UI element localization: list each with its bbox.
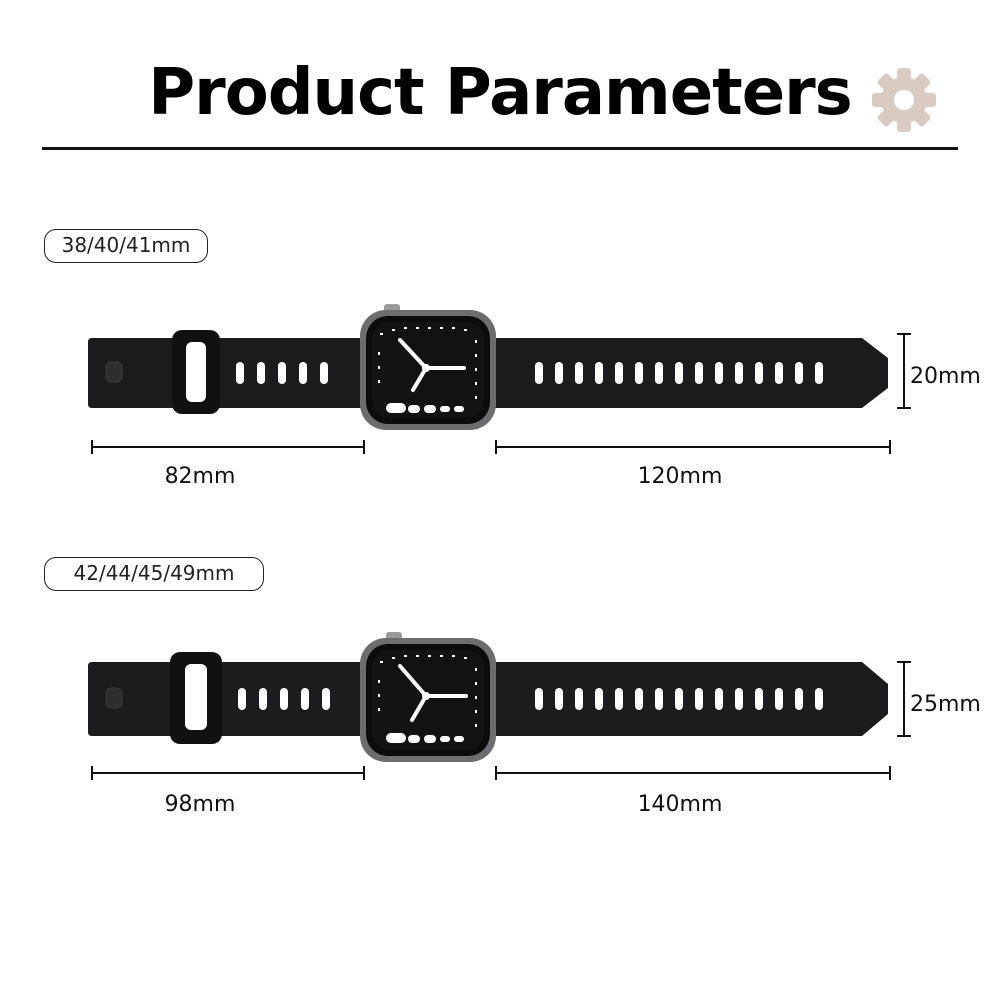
gear-icon <box>872 68 936 132</box>
band-width-dimension-line <box>897 333 911 409</box>
watch-dial-ticks <box>378 655 477 727</box>
watch-hands <box>398 664 468 722</box>
watch-screen <box>372 650 484 750</box>
band-width-large: 25mm <box>910 692 981 717</box>
short-strap-dimension-line <box>91 440 365 454</box>
long-strap-dimension-line <box>495 766 891 780</box>
band-width-dimension-line <box>897 661 911 737</box>
strap-pin <box>105 361 123 383</box>
watch-band-small <box>88 304 911 454</box>
short-strap <box>88 338 365 408</box>
short-strap-holes <box>238 688 330 710</box>
long-strap <box>490 662 888 736</box>
short-strap-length-small: 82mm <box>164 464 236 489</box>
title-divider <box>42 147 958 150</box>
watch-numerals <box>386 403 464 413</box>
long-strap-length-small: 120mm <box>637 464 723 489</box>
band-width-small: 20mm <box>910 364 981 389</box>
size-label-small: 38/40/41mm <box>44 229 208 263</box>
strap-pin <box>105 687 123 709</box>
long-strap-holes <box>535 688 823 710</box>
long-strap-length-large: 140mm <box>637 792 723 817</box>
watch-hands <box>398 338 466 392</box>
long-strap <box>490 338 888 408</box>
short-strap-length-large: 98mm <box>164 792 236 817</box>
watch-numerals <box>386 733 464 743</box>
long-strap-dimension-line <box>495 440 891 454</box>
short-strap <box>88 662 365 736</box>
watch-dial-ticks <box>378 327 477 399</box>
size-label-large: 42/44/45/49mm <box>44 557 264 591</box>
page-title: Product Parameters <box>148 56 853 130</box>
long-strap-holes <box>535 362 823 384</box>
short-strap-holes <box>236 362 328 384</box>
watch-band-large <box>88 632 911 780</box>
short-strap-dimension-line <box>91 766 365 780</box>
